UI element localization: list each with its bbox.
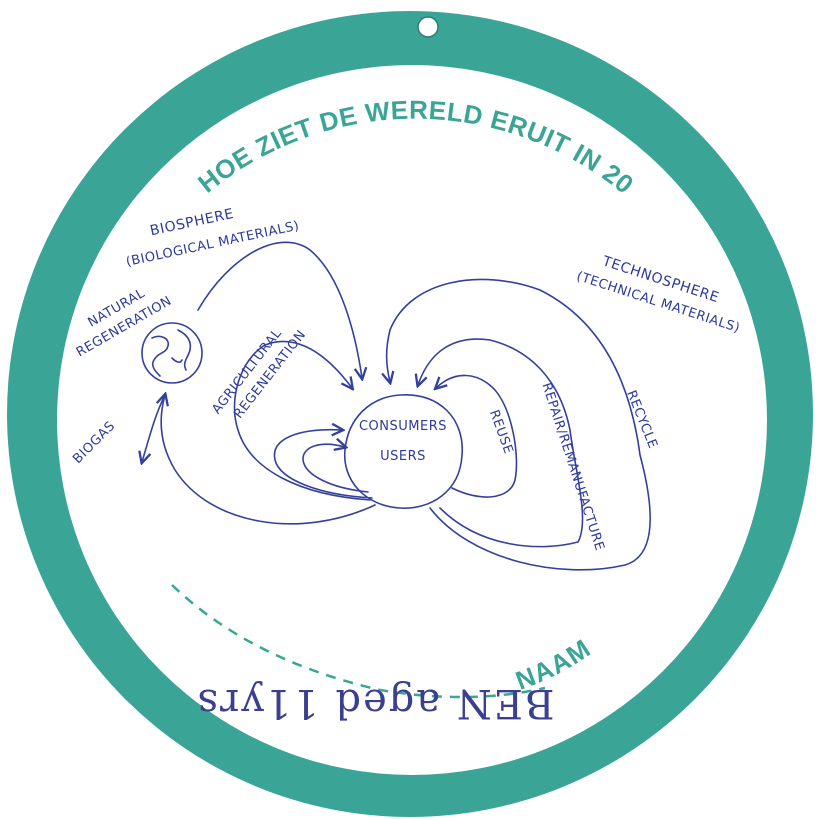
reuse-arrow [436,374,518,498]
name-dashed-line [171,584,546,699]
center-label-users: USERS [380,449,426,464]
agricultural-regeneration-arrow [233,340,371,501]
center-label-consumers: CONSUMERS [359,419,447,434]
signature: BEN aged 11yrs [196,680,555,726]
hang-hole [417,16,439,38]
card-face [57,65,767,775]
biosphere-inner-loop-2 [302,444,369,493]
signature-text: BEN aged 11yrs [196,680,555,726]
globe-icon [141,322,203,384]
recycle-arrow [387,278,651,571]
natural-regeneration-arrow [161,395,376,525]
biogas-arrow [142,394,166,462]
biosphere-inner-loop-1 [273,430,373,499]
repair-remanufacture-arrow [418,338,584,548]
biosphere-outer-arrow [197,241,362,378]
consumers-circle [344,394,463,509]
